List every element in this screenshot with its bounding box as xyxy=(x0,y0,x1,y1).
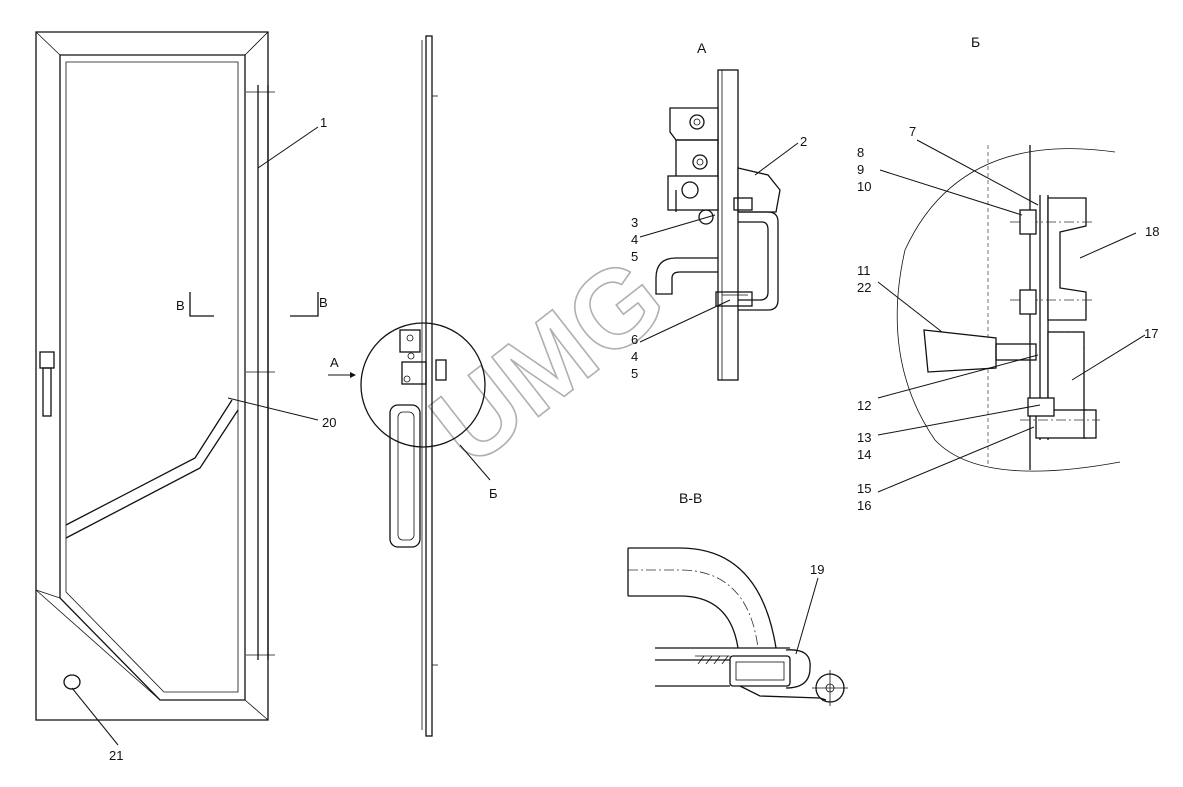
label-6: 6 xyxy=(631,332,638,347)
label-3: 3 xyxy=(631,215,638,230)
label-21: 21 xyxy=(109,748,123,763)
svg-text:UMG: UMG xyxy=(409,234,687,489)
section-b-b xyxy=(627,547,848,706)
label-4a: 4 xyxy=(631,232,638,247)
view-arrow-label: А xyxy=(330,355,339,370)
label-14: 14 xyxy=(857,447,871,462)
label-12: 12 xyxy=(857,398,871,413)
label-11: 11 xyxy=(857,263,871,278)
label-16: 16 xyxy=(857,498,871,513)
label-7: 7 xyxy=(909,124,916,139)
section-title: В-В xyxy=(679,490,702,506)
door-front-view xyxy=(35,31,319,721)
label-22: 22 xyxy=(857,280,871,295)
labels: А Б В-В В В А Б 1 20 21 2 3 4 5 6 4 5 7 … xyxy=(109,34,1159,763)
label-10: 10 xyxy=(857,179,871,194)
label-1: 1 xyxy=(320,115,327,130)
view-a-title: А xyxy=(697,40,707,56)
label-13: 13 xyxy=(857,430,871,445)
detail-callout-label: Б xyxy=(489,486,498,501)
label-5b: 5 xyxy=(631,366,638,381)
cut-label-left: В xyxy=(176,298,185,313)
label-19: 19 xyxy=(810,562,824,577)
label-5a: 5 xyxy=(631,249,638,264)
label-8: 8 xyxy=(857,145,864,160)
watermark: UMG xyxy=(408,233,688,490)
label-15: 15 xyxy=(857,481,871,496)
label-18: 18 xyxy=(1145,224,1159,239)
label-17: 17 xyxy=(1144,326,1158,341)
label-2: 2 xyxy=(800,134,807,149)
view-b-detail xyxy=(896,145,1121,472)
door-side-view xyxy=(328,35,491,737)
leader-lines xyxy=(71,126,1146,746)
cut-label-right: В xyxy=(319,295,328,310)
label-9: 9 xyxy=(857,162,864,177)
view-a-latch xyxy=(655,69,781,381)
label-4b: 4 xyxy=(631,349,638,364)
view-b-title: Б xyxy=(971,34,980,50)
section-hatch xyxy=(695,655,730,665)
label-20: 20 xyxy=(322,415,336,430)
